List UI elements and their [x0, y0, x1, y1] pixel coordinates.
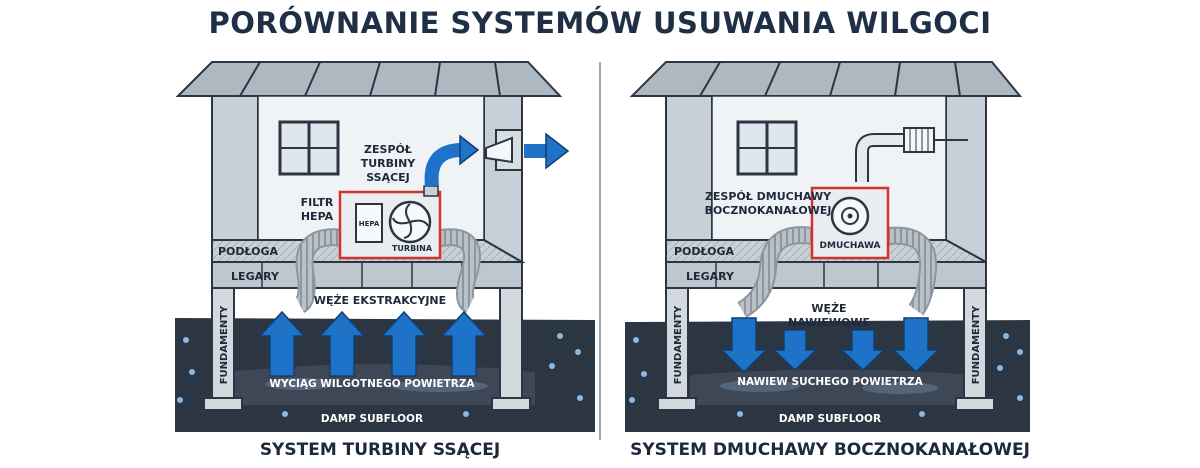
hoses-label-1: WĘŻE: [811, 301, 846, 315]
right-caption: SYSTEM DMUCHAWY BOCZNOKANAŁOWEJ: [630, 440, 1030, 460]
turbine-unit-label-3: SSĄCEJ: [366, 171, 410, 184]
floor-label: PODŁOGA: [674, 245, 735, 258]
right-scene: ZESPÓŁ DMUCHAWY BOCZNOKANAŁOWEJ DMUCHAWA…: [625, 61, 1030, 432]
outside-arrow-icon: [545, 132, 570, 170]
airflow-label: WYCIĄG WILGOTNEGO POWIETRZA: [269, 378, 475, 390]
up-arrow: [258, 310, 306, 377]
turbine-tag: TURBINA: [392, 244, 433, 253]
down-arrow: [720, 317, 768, 374]
page-title: PORÓWNANIE SYSTEMÓW USUWANIA WILGOCI: [208, 6, 992, 40]
hepa-tag: HEPA: [359, 220, 380, 228]
damp-floor: [690, 369, 972, 405]
suction-arrows: [258, 310, 488, 377]
foundation-label-right: FUNDAMENTY: [971, 305, 982, 384]
blower-tag: DMUCHAWA: [820, 241, 881, 251]
foundation-label: FUNDAMENTY: [219, 305, 230, 384]
vent-icon: [485, 136, 513, 164]
hoses-label: WĘŻE EKSTRAKCYJNE: [314, 293, 446, 307]
blower-unit-label-2: BOCZNOKANAŁOWEJ: [705, 204, 832, 217]
hepa-filter: [355, 203, 383, 243]
left-caption: SYSTEM TURBINY SSĄCEJ: [259, 440, 501, 460]
foundation-label: FUNDAMENTY: [673, 305, 684, 384]
hoses-label-2: NAWIEWOWE: [788, 316, 870, 329]
supply-arrows: [720, 317, 940, 374]
subfloor-label: DAMP SUBFLOOR: [321, 413, 423, 425]
intake-filter: [903, 127, 935, 153]
blower-unit-label-1: ZESPÓŁ DMUCHAWY: [705, 190, 832, 203]
subfloor-label: DAMP SUBFLOOR: [779, 413, 881, 425]
down-arrow: [892, 317, 940, 374]
up-arrow: [318, 310, 366, 377]
turbine-unit-label-1: ZESPÓŁ: [364, 143, 412, 156]
down-arrow: [772, 329, 818, 372]
turbine-unit-label-2: TURBINY: [361, 157, 417, 170]
left-scene: ZESPÓŁ TURBINY SSĄCEJ FILTR HEPA HEPA TU…: [175, 61, 595, 432]
airflow-label: NAWIEW SUCHEGO POWIETRZA: [737, 376, 923, 388]
joists-label: LEGARY: [686, 270, 735, 283]
up-arrow: [440, 310, 488, 377]
filter-label-2: HEPA: [301, 210, 334, 223]
joists-label: LEGARY: [231, 270, 280, 283]
down-arrow: [840, 329, 886, 372]
up-arrow: [380, 310, 428, 377]
filter-label-1: FILTR: [301, 196, 334, 209]
exhaust-arrow: [424, 143, 463, 187]
floor-label: PODŁOGA: [218, 245, 279, 258]
